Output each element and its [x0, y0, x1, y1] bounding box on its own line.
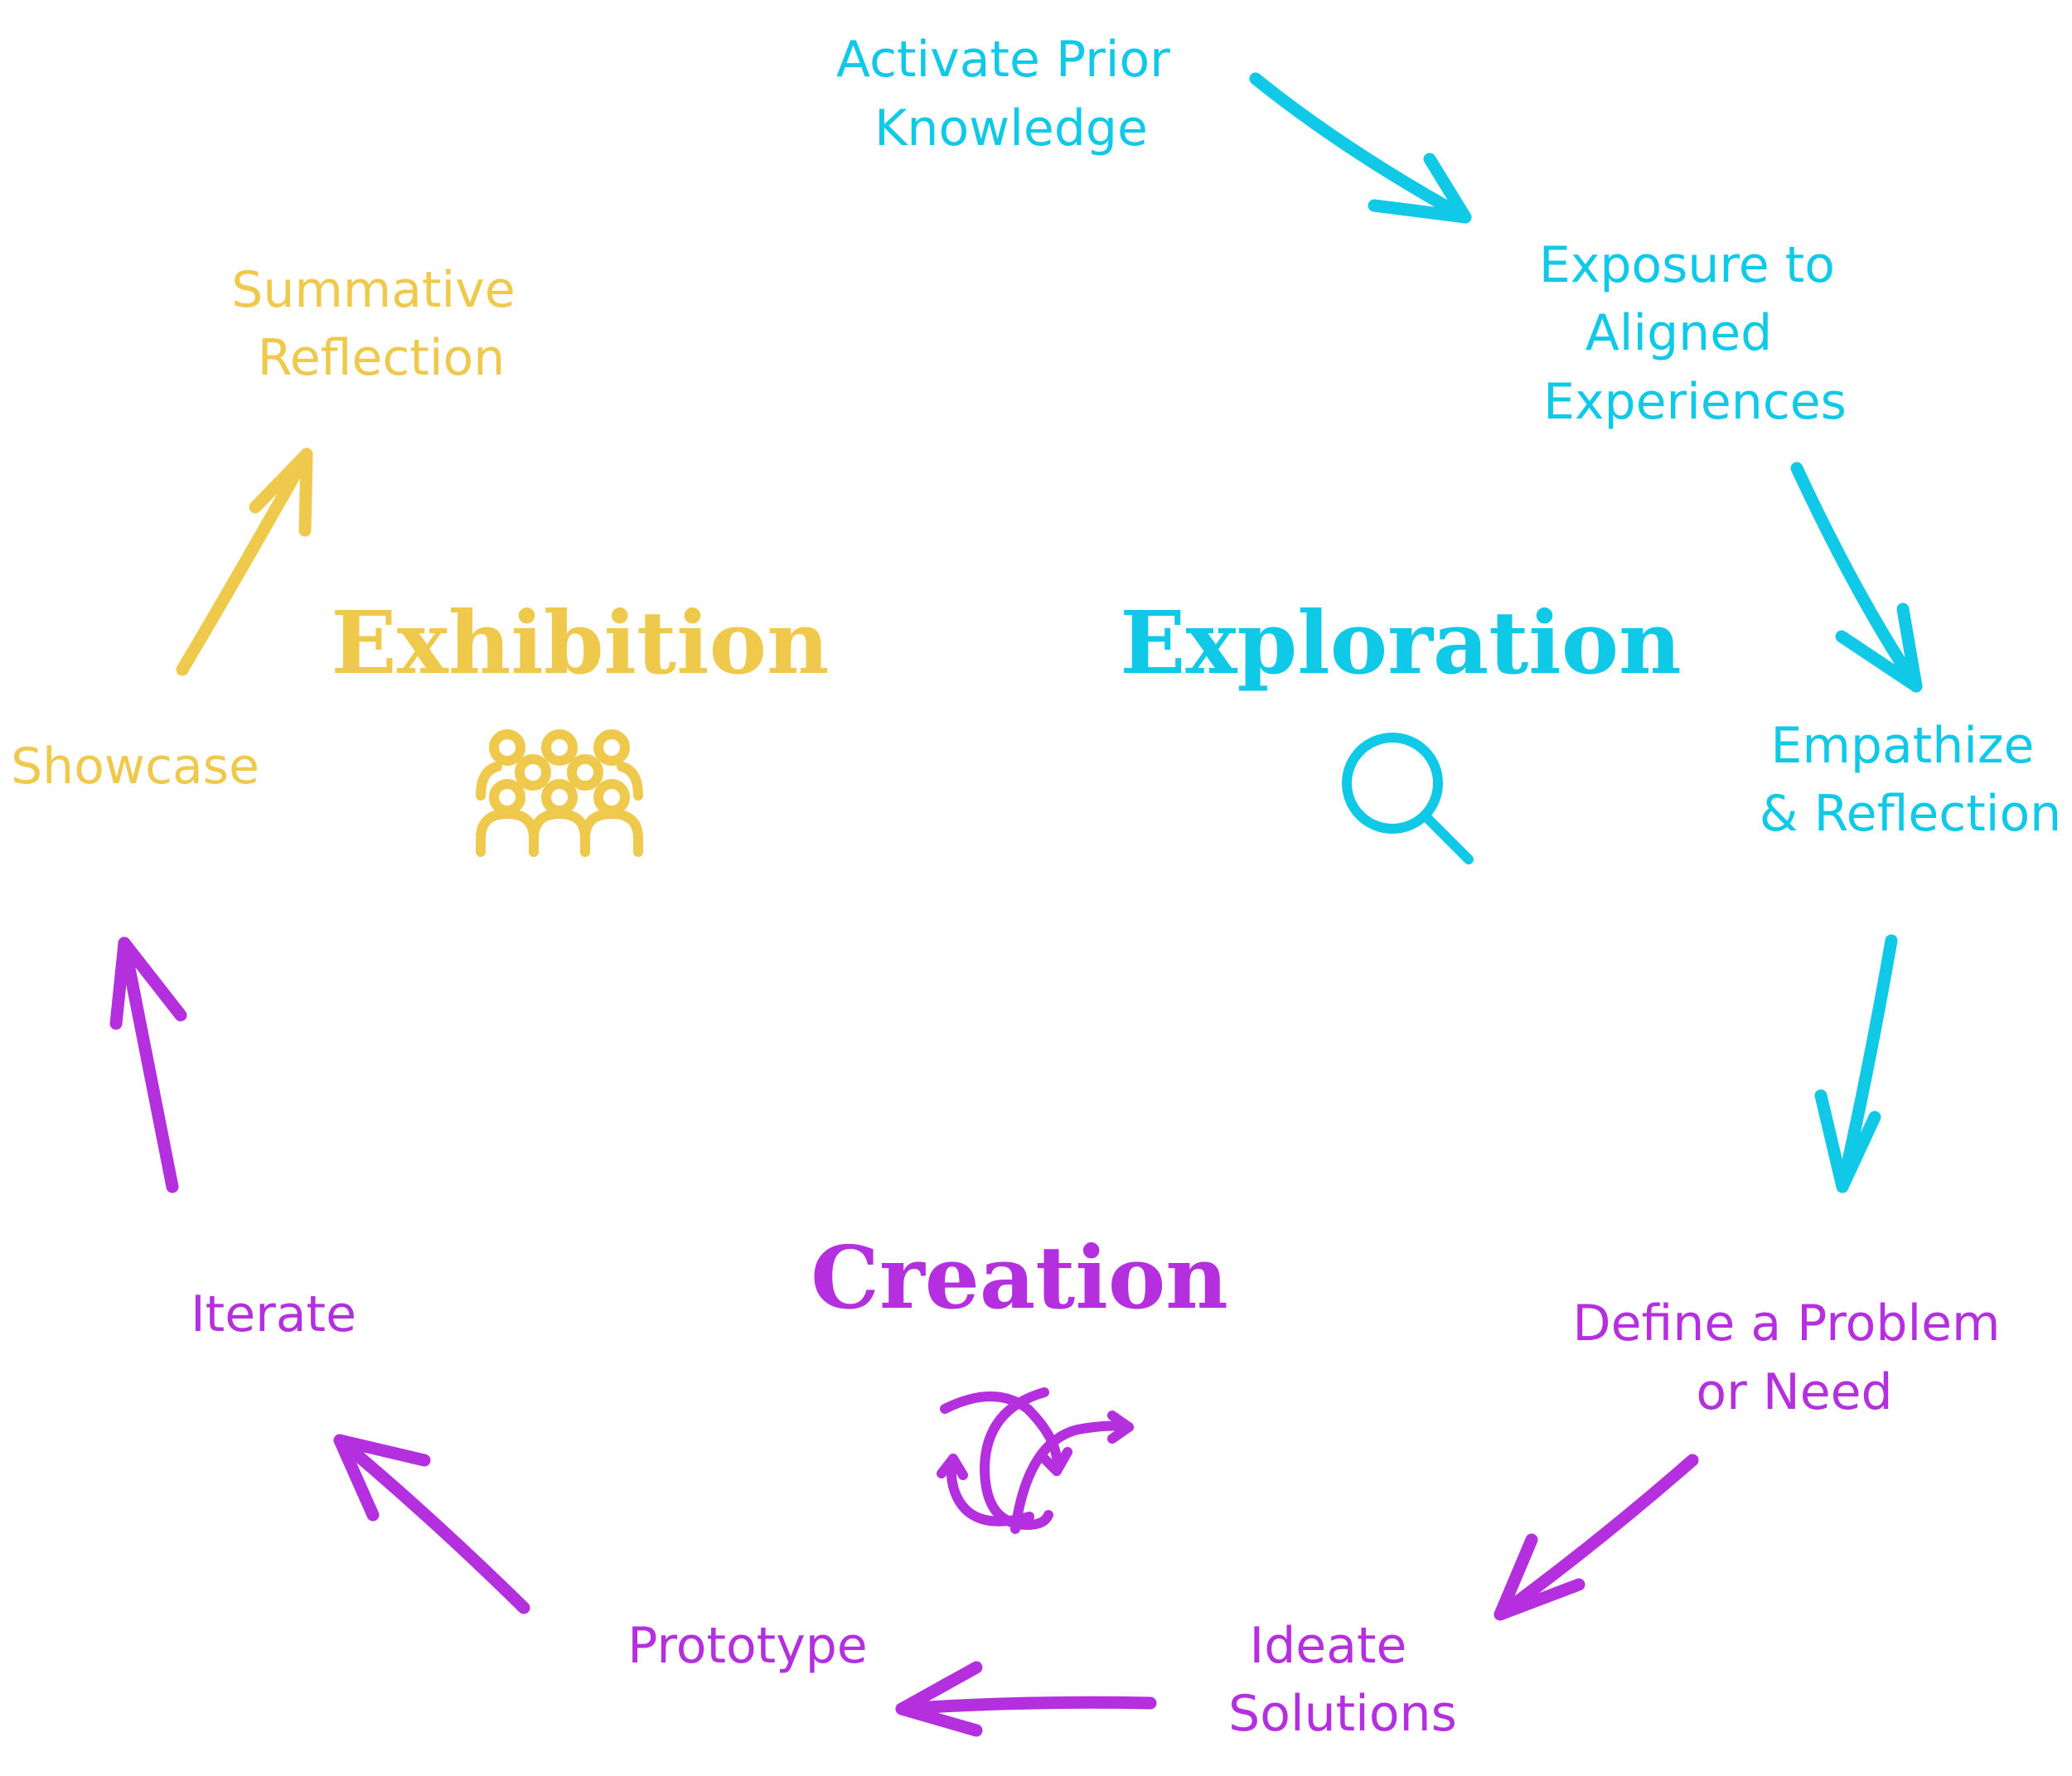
arrow-define-to-ideate: [1493, 1454, 1699, 1621]
step-ideate-solutions: Ideate Solutions: [1228, 1617, 1457, 1743]
audience-group-icon: [476, 729, 643, 857]
step-prototype: Prototype: [627, 1617, 867, 1675]
step-define-problem: Define a Problem or Need: [1572, 1294, 2016, 1421]
arrow-exposure-to-empathize: [1790, 462, 1923, 693]
arrow-prototype-to-iterate: [333, 1434, 530, 1614]
magnifier-icon: [1342, 733, 1474, 864]
arrow-activate-to-exposure: [1249, 72, 1472, 224]
arrow-showcase-to-summative: [176, 448, 313, 676]
step-summative-reflection: Summative Reflection: [231, 261, 530, 387]
phase-title-exhibition: Exhibition: [331, 592, 829, 694]
phase-title-exploration: Exploration: [1120, 592, 1682, 694]
arrow-ideate-to-prototype: [895, 1661, 1157, 1737]
step-activate-prior-knowledge: Activate Prior Knowledge: [836, 31, 1186, 157]
arrow-iterate-to-showcase: [109, 936, 187, 1193]
step-iterate: Iterate: [191, 1285, 356, 1343]
phase-title-creation: Creation: [811, 1227, 1228, 1328]
step-exposure-aligned-experiences: Exposure to Aligned Experiences: [1539, 236, 1851, 431]
step-empathize-reflection: Empathize & Reflection: [1760, 717, 2061, 843]
curved-arrows-icon: [937, 1387, 1134, 1534]
step-showcase: Showcase: [11, 738, 259, 796]
arrow-empathize-to-define: [1814, 934, 1898, 1193]
